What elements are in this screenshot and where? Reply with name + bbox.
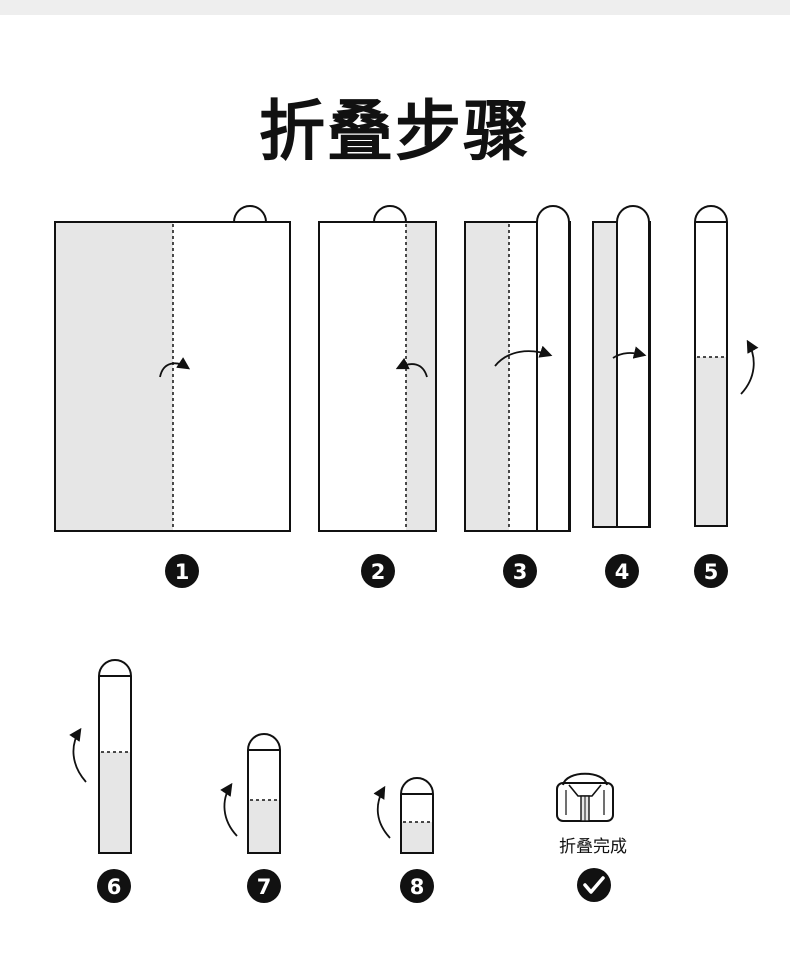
step-badge-8: 8 bbox=[400, 869, 434, 903]
check-icon bbox=[577, 868, 611, 902]
folded-bag-icon bbox=[556, 772, 614, 822]
step-number-4: 4 bbox=[615, 560, 630, 584]
curved-arrow-icon bbox=[395, 357, 428, 378]
step-4-figure bbox=[592, 205, 651, 528]
step-6-figure bbox=[69, 659, 132, 854]
curved-arrow-icon bbox=[159, 357, 191, 378]
curved-arrow-icon bbox=[69, 727, 87, 783]
page-title: 折叠步骤 bbox=[259, 93, 531, 170]
top-bar bbox=[0, 0, 790, 15]
step-badge-2: 2 bbox=[361, 554, 395, 588]
step-8-figure bbox=[373, 777, 434, 854]
step-number-1: 1 bbox=[175, 560, 190, 584]
step-badge-1: 1 bbox=[165, 554, 199, 588]
step-2-figure bbox=[318, 205, 437, 532]
curved-arrow-icon bbox=[740, 339, 759, 395]
step-number-2: 2 bbox=[371, 560, 386, 584]
step-number-7: 7 bbox=[257, 875, 272, 899]
step-badge-7: 7 bbox=[247, 869, 281, 903]
step-1-figure bbox=[54, 205, 291, 532]
done-label: 折叠完成 bbox=[559, 837, 627, 857]
step-number-6: 6 bbox=[107, 875, 122, 899]
step-badge-3: 3 bbox=[503, 554, 537, 588]
curved-arrow-icon bbox=[612, 346, 647, 359]
step-3-figure bbox=[464, 205, 571, 532]
step-number-3: 3 bbox=[513, 560, 528, 584]
curved-arrow-icon bbox=[373, 785, 391, 839]
step-number-5: 5 bbox=[704, 560, 719, 584]
step-badge-4: 4 bbox=[605, 554, 639, 588]
step-number-8: 8 bbox=[410, 875, 425, 899]
step-7-figure bbox=[220, 733, 281, 854]
step-badge-5: 5 bbox=[694, 554, 728, 588]
step-5-figure bbox=[694, 205, 759, 527]
curved-arrow-icon bbox=[494, 345, 553, 367]
step-badge-6: 6 bbox=[97, 869, 131, 903]
curved-arrow-icon bbox=[220, 782, 238, 837]
